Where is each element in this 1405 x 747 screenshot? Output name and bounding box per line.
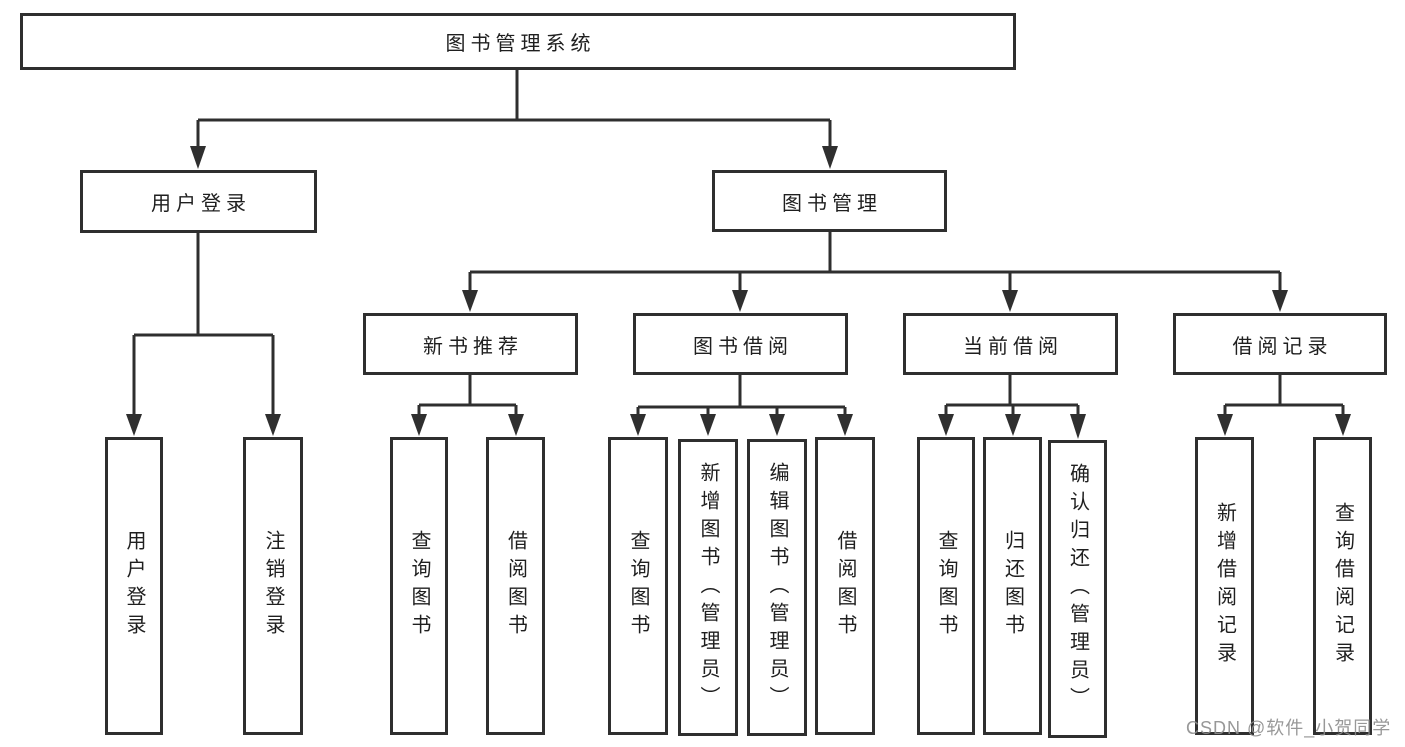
leaf-current-query-book: 查询图书 xyxy=(917,437,975,735)
arrow-down-icon xyxy=(938,414,954,436)
connector-new-book-recommend xyxy=(417,375,518,417)
leaf-edit-book-admin: 编辑图书（管理员） xyxy=(747,439,807,736)
arrow-down-icon xyxy=(1272,290,1288,312)
connector-root xyxy=(196,70,832,148)
node-new-book-recommend: 新书推荐 xyxy=(363,313,578,375)
leaf-label: 用户登录 xyxy=(123,530,145,642)
arrow-down-icon xyxy=(732,290,748,312)
arrow-down-icon xyxy=(508,414,524,436)
arrow-down-icon xyxy=(462,290,478,312)
leaf-label: 查询图书 xyxy=(408,530,430,642)
arrow-down-icon xyxy=(630,414,646,436)
arrow-down-icon xyxy=(126,414,142,436)
arrow-down-icon xyxy=(1217,414,1233,436)
connector-borrow-records xyxy=(1223,375,1345,417)
arrow-down-icon xyxy=(1070,414,1086,439)
leaf-borrow-borrow-book: 借阅图书 xyxy=(815,437,875,735)
leaf-logout: 注销登录 xyxy=(243,437,303,735)
node-borrow-records: 借阅记录 xyxy=(1173,313,1387,375)
node-current-borrow: 当前借阅 xyxy=(903,313,1118,375)
leaf-query-borrow-record: 查询借阅记录 xyxy=(1313,437,1372,735)
arrow-down-icon xyxy=(1002,290,1018,312)
leaf-label: 借阅图书 xyxy=(504,530,527,642)
arrowheads xyxy=(126,146,1351,439)
arrow-down-icon xyxy=(837,414,853,436)
connector-current-borrow xyxy=(944,375,1080,417)
arrow-down-icon xyxy=(769,414,785,436)
leaf-newrec-query-book: 查询图书 xyxy=(390,437,448,735)
csdn-watermark: CSDN @软件_小贺同学 xyxy=(1186,718,1392,738)
leaf-label: 查询图书 xyxy=(935,530,957,642)
leaf-label: 确认归还（管理员） xyxy=(1066,463,1089,715)
leaf-add-borrow-record: 新增借阅记录 xyxy=(1195,437,1254,735)
arrow-down-icon xyxy=(700,414,716,436)
arrow-down-icon xyxy=(822,146,838,169)
arrow-down-icon xyxy=(411,414,427,436)
arrow-down-icon xyxy=(265,414,281,436)
leaf-borrow-query-book: 查询图书 xyxy=(608,437,668,735)
node-book-borrow: 图书借阅 xyxy=(633,313,848,375)
arrow-down-icon xyxy=(190,146,206,169)
leaf-label: 编辑图书（管理员） xyxy=(766,461,788,714)
leaf-label: 查询图书 xyxy=(627,530,649,642)
arrow-down-icon xyxy=(1335,414,1351,436)
node-user-login: 用户登录 xyxy=(80,170,317,233)
arrow-down-icon xyxy=(1005,414,1021,436)
leaf-user-login: 用户登录 xyxy=(105,437,163,735)
node-root-library-system: 图书管理系统 xyxy=(20,13,1016,70)
connector-book-borrow xyxy=(636,375,847,417)
leaf-label: 注销登录 xyxy=(262,530,284,642)
leaf-label: 查询借阅记录 xyxy=(1331,502,1354,670)
leaf-add-book-admin: 新增图书（管理员） xyxy=(678,439,738,736)
connector-book-management xyxy=(468,232,1282,292)
leaf-newrec-borrow-book: 借阅图书 xyxy=(486,437,545,735)
leaf-return-book: 归还图书 xyxy=(983,437,1042,735)
leaf-label: 新增图书（管理员） xyxy=(697,461,719,714)
leaf-label: 借阅图书 xyxy=(834,530,856,642)
leaf-label: 归还图书 xyxy=(1001,530,1024,642)
leaf-confirm-return-admin: 确认归还（管理员） xyxy=(1048,440,1107,738)
node-book-management: 图书管理 xyxy=(712,170,947,232)
leaf-label: 新增借阅记录 xyxy=(1213,502,1236,670)
connector-user-login xyxy=(132,233,275,416)
